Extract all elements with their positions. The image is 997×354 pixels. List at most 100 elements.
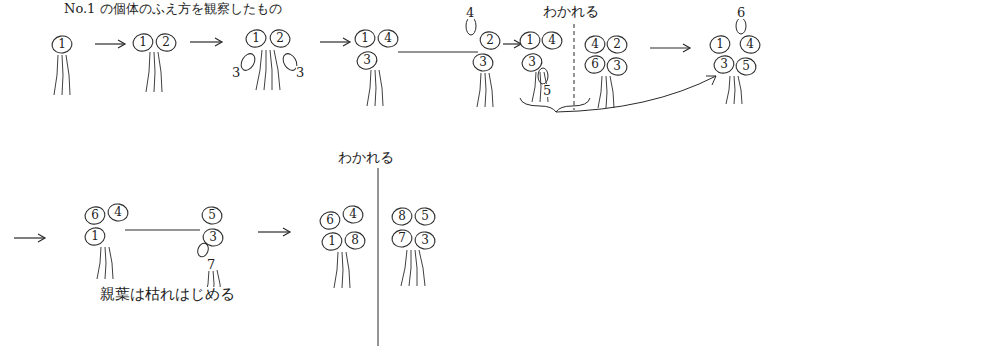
- root-line: [738, 76, 742, 104]
- leaf-number: 3: [528, 56, 536, 68]
- root-line: [146, 52, 150, 92]
- leaf-number: 4: [548, 34, 556, 46]
- leaf-node: 4: [377, 29, 399, 48]
- leaf-number: 8: [398, 210, 406, 222]
- small-leaf: [538, 68, 548, 84]
- step-arrow: [320, 41, 350, 42]
- diagram-title: No.1 の個体のふえ方を観察したもの: [64, 2, 282, 15]
- arrow-head: [706, 76, 716, 85]
- root-line: [598, 76, 602, 108]
- root-line: [264, 50, 266, 90]
- leaf-node: 4: [107, 203, 129, 222]
- root-line: [532, 72, 536, 102]
- step-arrow: [190, 41, 222, 42]
- leaf-number: 4: [384, 32, 392, 44]
- leaf-node: 1: [519, 31, 541, 50]
- note-label: 親葉は枯れはじめる: [100, 287, 235, 302]
- leaf-number: 3: [720, 58, 728, 70]
- leaf-node: 3: [521, 53, 543, 72]
- root-line: [415, 250, 417, 286]
- root-line: [726, 76, 730, 104]
- arrow-head: [215, 38, 222, 46]
- root-line: [734, 76, 735, 104]
- arrow-head: [283, 228, 290, 236]
- root-line: [54, 55, 58, 95]
- leaf-number: 7: [398, 232, 406, 244]
- leaf-node: 2: [606, 35, 628, 54]
- leaf-node: 8: [344, 231, 366, 250]
- root-line: [606, 76, 607, 108]
- leaf-number: 6: [591, 58, 599, 70]
- arrow-head: [118, 40, 125, 48]
- runner-stem: [378, 168, 379, 346]
- arrow-head: [343, 38, 350, 46]
- leaf-node: 3: [606, 57, 628, 76]
- leaf-node: 3: [414, 231, 436, 250]
- leaf-node: 8: [391, 207, 413, 226]
- step-arrow: [650, 47, 690, 48]
- root-line: [158, 52, 162, 92]
- leaf-number: 3: [479, 56, 487, 68]
- root-line: [154, 52, 155, 92]
- root-line: [419, 250, 425, 286]
- group-bracket: [520, 98, 590, 112]
- leaf-number: 1: [361, 32, 369, 44]
- root-line: [62, 55, 63, 95]
- leaf-node: 1: [245, 29, 267, 48]
- root-line: [610, 76, 614, 108]
- small-leaf: [736, 18, 746, 34]
- note-label: 7: [207, 258, 215, 271]
- leaf-node: 5: [201, 206, 223, 225]
- runner-stem: [398, 52, 478, 53]
- leaf-number: 2: [613, 38, 621, 50]
- step-arrow: [503, 43, 521, 44]
- leaf-node: 1: [354, 29, 376, 48]
- leaf-number: 4: [746, 38, 754, 50]
- leaf-number: 1: [91, 230, 99, 242]
- root-line: [66, 55, 70, 95]
- leaf-node: 4: [739, 35, 761, 54]
- root-line: [109, 247, 113, 279]
- step-arrow: [95, 43, 125, 44]
- leaf-node: 1: [84, 227, 106, 246]
- split-line: [574, 24, 575, 110]
- root-line: [409, 250, 411, 286]
- leaf-node: 3: [356, 51, 378, 70]
- root-line: [274, 50, 280, 90]
- runner-stem: [125, 230, 200, 231]
- leaf-node: 5: [735, 57, 757, 76]
- note-label: わかれる: [338, 150, 394, 164]
- leaf-number: 1: [58, 38, 66, 50]
- leaf-number: 5: [742, 60, 750, 72]
- root-line: [401, 250, 407, 286]
- leaf-node: 1: [709, 35, 731, 54]
- root-line: [346, 252, 350, 288]
- leaf-number: 3: [421, 234, 429, 246]
- move-arrow: [556, 76, 716, 112]
- leaf-node: 1: [132, 33, 154, 52]
- root-line: [379, 70, 383, 106]
- leaf-number: 1: [139, 36, 147, 48]
- leaf-number: 4: [114, 206, 122, 218]
- leaf-node: 7: [391, 229, 413, 248]
- root-line: [105, 247, 106, 279]
- note-label: 5: [543, 84, 551, 97]
- step-arrow: [14, 237, 45, 238]
- leaf-number: 3: [613, 60, 621, 72]
- note-label: わかれる: [543, 4, 599, 18]
- leaf-node: 4: [342, 205, 364, 224]
- root-line: [489, 73, 493, 107]
- leaf-number: 8: [351, 234, 359, 246]
- leaf-number: 5: [421, 210, 429, 222]
- leaf-node: 1: [321, 232, 343, 251]
- leaf-number: 6: [326, 214, 334, 226]
- leaf-node: 4: [584, 35, 606, 54]
- leaf-number: 2: [486, 34, 494, 46]
- leaf-node: 6: [319, 211, 341, 230]
- leaf-number: 3: [209, 231, 217, 243]
- leaf-number: 1: [328, 235, 336, 247]
- root-line: [540, 72, 541, 102]
- leaf-node: 2: [269, 29, 291, 48]
- root-line: [334, 252, 338, 288]
